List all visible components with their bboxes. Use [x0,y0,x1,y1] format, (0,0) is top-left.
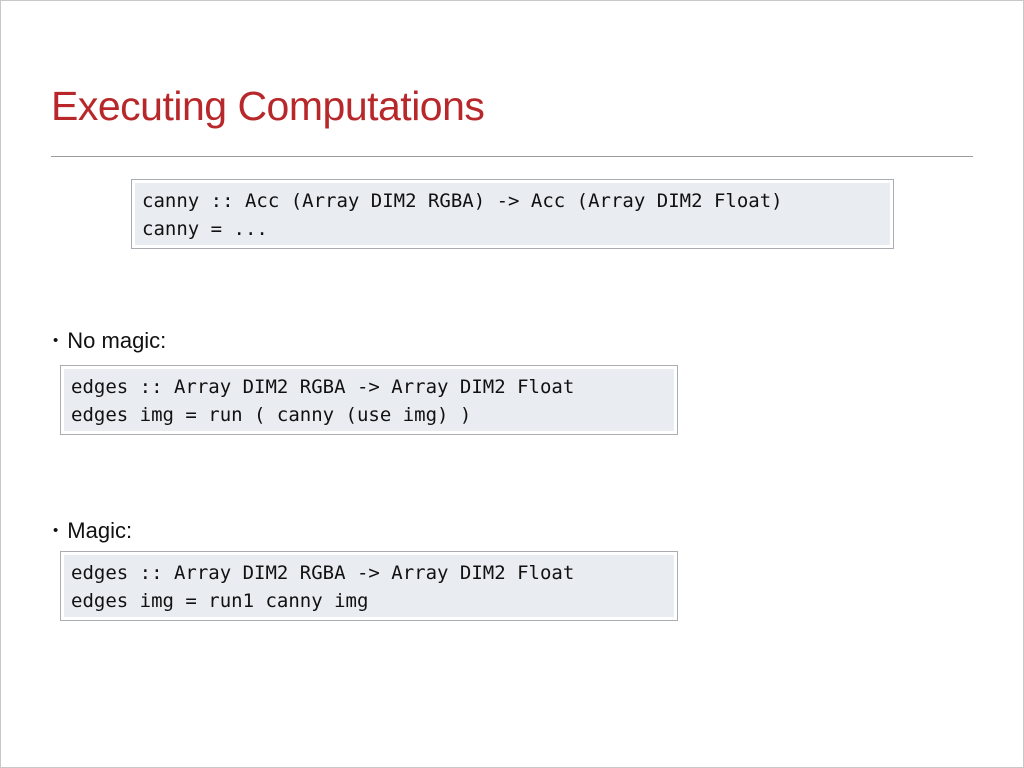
code-line: canny = ... [142,218,268,240]
bullet-magic: • Magic: [53,518,132,544]
code-block-magic: edges :: Array DIM2 RGBA -> Array DIM2 F… [60,551,678,621]
code-line: edges :: Array DIM2 RGBA -> Array DIM2 F… [71,376,575,398]
code-line: canny :: Acc (Array DIM2 RGBA) -> Acc (A… [142,190,783,212]
bullet-no-magic: • No magic: [53,328,166,354]
title-divider [51,156,973,157]
code-line: edges :: Array DIM2 RGBA -> Array DIM2 F… [71,562,575,584]
code-block-canny: canny :: Acc (Array DIM2 RGBA) -> Acc (A… [131,179,894,249]
bullet-label: No magic: [67,328,167,353]
bullet-dot-icon: • [53,522,59,539]
code-line: edges img = run ( canny (use img) ) [71,404,472,426]
slide-title: Executing Computations [51,83,485,129]
bullet-dot-icon: • [53,332,59,349]
bullet-label: Magic: [67,518,133,543]
code-line: edges img = run1 canny img [71,590,369,612]
code-block-no-magic: edges :: Array DIM2 RGBA -> Array DIM2 F… [60,365,678,435]
